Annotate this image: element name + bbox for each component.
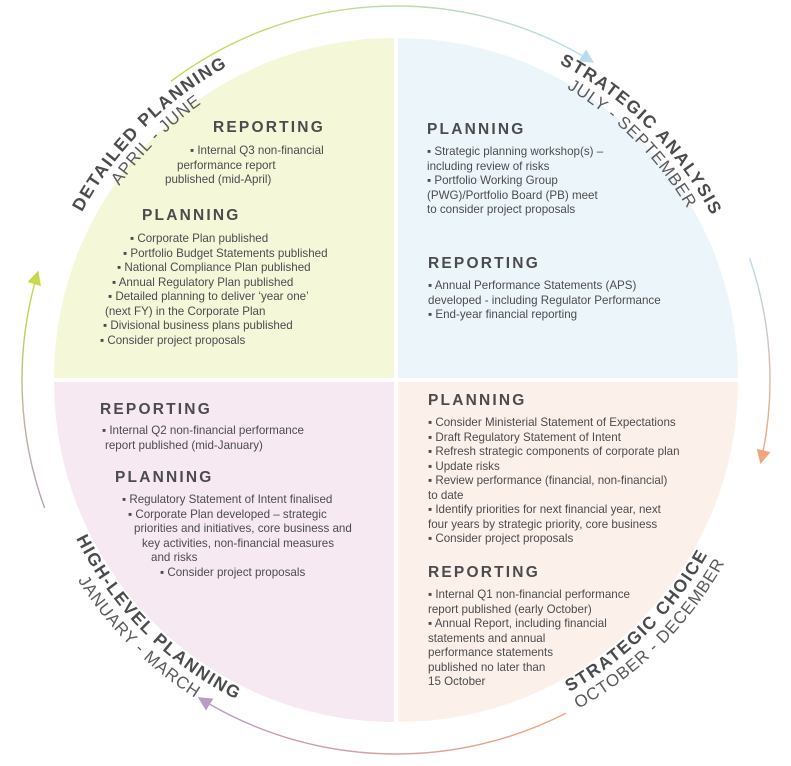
list-item: performance statements	[428, 646, 554, 659]
section-heading: PLANNING	[115, 469, 214, 486]
list-item: ▪ Consider project proposals	[428, 532, 574, 545]
list-item: to consider project proposals	[427, 203, 576, 216]
list-item: ▪ Portfolio Working Group	[427, 174, 558, 187]
list-item: ▪ Portfolio Budget Statements published	[123, 246, 328, 260]
arrowhead-icon	[27, 270, 41, 287]
list-item: ▪ Corporate Plan developed – strategic	[128, 507, 327, 521]
list-item: ▪ Internal Q3 non-financial	[190, 144, 324, 157]
list-item: published no later than	[428, 660, 546, 674]
quadrant-strategic-analysis	[398, 38, 738, 378]
list-item: key activities, non-financial measures	[142, 536, 335, 550]
list-item: (next FY) in the Corporate Plan	[105, 304, 266, 318]
list-item: ▪ Corporate Plan published	[130, 232, 269, 245]
list-item: report published (early October)	[428, 602, 592, 616]
list-item: ▪ Draft Regulatory Statement of Intent	[428, 430, 621, 444]
list-item: ▪ Strategic planning workshop(s) –	[427, 145, 604, 158]
arrowhead-icon	[197, 697, 214, 711]
list-item: four years by strategic priority, core b…	[428, 517, 658, 531]
list-item: ▪ Internal Q1 non-financial performance	[428, 588, 630, 601]
list-item: report published (mid-January)	[105, 438, 263, 452]
list-item: ▪ Regulatory Statement of Intent finalis…	[122, 493, 333, 506]
list-item: ▪ Identify priorities for next financial…	[428, 503, 661, 516]
arrowhead-icon	[756, 448, 771, 465]
section-heading: PLANNING	[427, 121, 526, 138]
list-item: including review of risks	[427, 159, 550, 173]
list-item: developed - including Regulator Performa…	[428, 293, 661, 307]
list-item: statements and annual	[428, 631, 546, 645]
list-item: ▪ Consider project proposals	[100, 333, 246, 347]
arrow-to-detailed-planning	[21, 283, 46, 509]
arrow-to-strategic-choice	[748, 258, 771, 452]
arrow-to-high-level-planning	[208, 703, 567, 755]
list-item: 15 October	[428, 675, 486, 688]
list-item: ▪ Internal Q2 non-financial performance	[102, 424, 304, 437]
list-item: ▪ Consider project proposals	[160, 565, 306, 579]
list-item: to date	[428, 488, 464, 502]
list-item: published (mid-April)	[165, 173, 272, 186]
list-item: ▪ Annual Report, including financial	[428, 617, 607, 630]
list-item: ▪ Review performance (financial, non-fin…	[428, 474, 668, 487]
list-item: ▪ Annual Performance Statements (APS)	[428, 279, 637, 292]
section-heading: REPORTING	[428, 564, 540, 581]
list-item: performance report	[177, 158, 276, 172]
quadrant-high-level-planning	[54, 382, 394, 722]
list-item: and risks	[151, 551, 198, 564]
list-item: ▪ Refresh strategic components of corpor…	[428, 445, 680, 458]
list-item: ▪ Divisional business plans published	[103, 319, 293, 332]
list-item: ▪ Update risks	[428, 459, 500, 473]
arrowhead-icon	[578, 49, 595, 63]
quadrant-detailed-planning	[54, 38, 394, 378]
list-item: ▪ Detailed planning to deliver ‘year one…	[108, 290, 309, 303]
section-heading: PLANNING	[428, 392, 527, 409]
section-heading: REPORTING	[100, 401, 212, 418]
list-item: (PWG)/Portfolio Board (PB) meet	[427, 188, 598, 202]
list-item: ▪ National Compliance Plan published	[117, 261, 311, 274]
section-heading: REPORTING	[428, 255, 540, 272]
list-item: ▪ End-year financial reporting	[428, 308, 578, 321]
section-heading: PLANNING	[142, 207, 241, 224]
quadrant-strategic-choice	[398, 382, 738, 722]
section-heading: REPORTING	[213, 119, 325, 136]
list-item: ▪ Annual Regulatory Plan published	[112, 275, 294, 289]
list-item: ▪ Consider Ministerial Statement of Expe…	[428, 416, 676, 429]
list-item: priorities and initiatives, core busines…	[134, 522, 352, 535]
arrow-to-strategic-analysis	[170, 5, 584, 82]
